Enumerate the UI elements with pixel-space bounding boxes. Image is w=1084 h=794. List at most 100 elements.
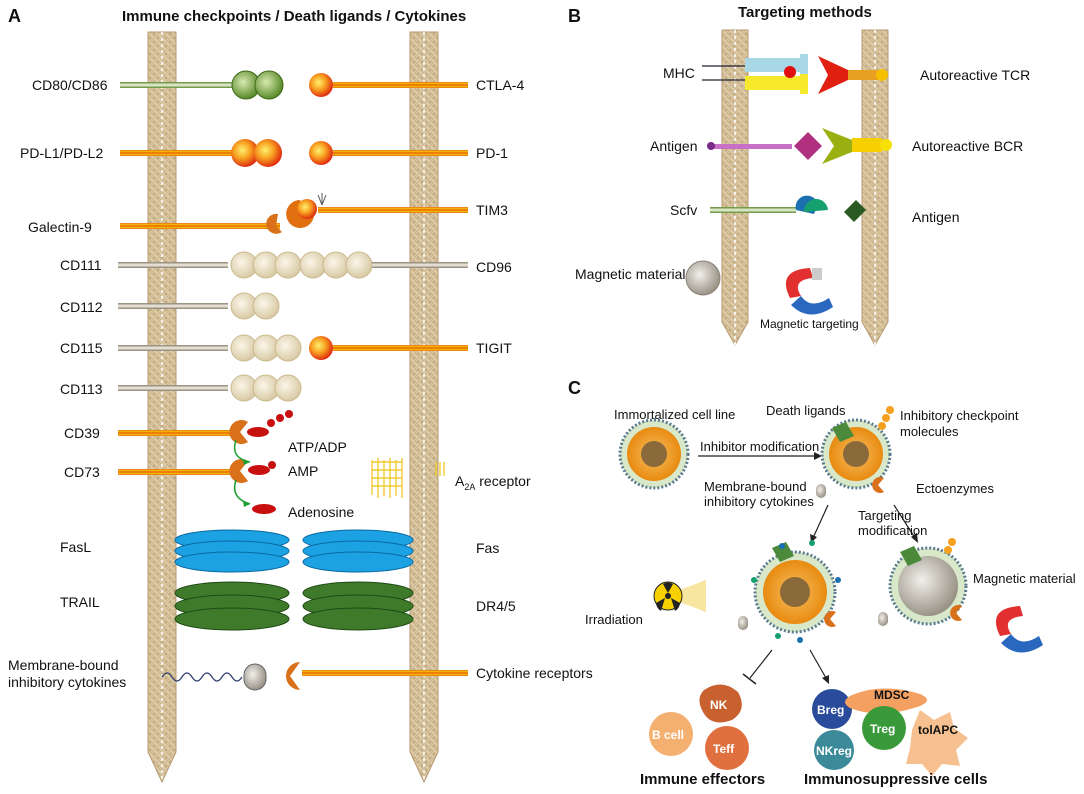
label-tim3: TIM3 <box>476 202 508 218</box>
label-targeting-modification: Targeting modification <box>858 508 927 538</box>
label-inhibitor-modification: Inhibitor modification <box>700 439 820 454</box>
immortalized-cell <box>618 418 690 490</box>
tolapc-cell <box>906 710 968 776</box>
label-cd113: CD113 <box>60 381 103 397</box>
irradiation-icon <box>653 580 706 612</box>
cytokine-receptor-molecule <box>286 662 468 690</box>
label-inhibitory-checkpoint-line1: Inhibitory checkpoint <box>900 408 1019 423</box>
label-membrane-cytokines: Membrane-bound inhibitory cytokines <box>8 657 126 691</box>
label-adenosine: Adenosine <box>288 504 355 520</box>
inhibit-arrow <box>742 649 773 685</box>
label-pd-1: PD-1 <box>476 145 508 161</box>
label-fas: Fas <box>476 540 500 556</box>
label-membrane-bound-line2: inhibitory cytokines <box>704 494 814 509</box>
label-targeting-line1: Targeting <box>858 508 912 523</box>
adenosine-molecule <box>252 504 276 514</box>
label-antigen-right: Antigen <box>912 209 960 225</box>
dr45-molecule <box>302 581 414 631</box>
label-cd111: CD111 <box>60 257 102 273</box>
label-inhibitory-checkpoint: Inhibitory checkpoint molecules <box>900 408 1019 440</box>
label-mhc: MHC <box>663 65 695 81</box>
scfv-molecule <box>710 195 828 214</box>
label-treg: Treg <box>870 722 896 736</box>
label-membrane-cytokines-line1: Membrane-bound <box>8 657 119 673</box>
antigen-molecule <box>707 132 822 160</box>
label-membrane-cytokines-line2: inhibitory cytokines <box>8 674 127 690</box>
a2a-prefix: A <box>455 473 465 489</box>
label-mdsc: MDSC <box>874 688 910 702</box>
panel-b-right-membrane <box>861 29 889 347</box>
cd80-cd86-molecule <box>120 70 284 100</box>
modification-arrow <box>698 452 822 460</box>
cd39-molecule <box>118 410 293 444</box>
cd96-molecule <box>299 251 468 279</box>
panel-b-title: Targeting methods <box>738 4 872 21</box>
breg-cell <box>812 689 852 729</box>
label-antigen-left: Antigen <box>650 138 698 154</box>
label-cd80-cd86: CD80/CD86 <box>32 77 108 93</box>
label-death-ligands: Death ligands <box>766 403 846 418</box>
panel-a-left-membrane <box>147 31 177 784</box>
tcr-molecule <box>818 56 888 94</box>
tigit-molecule <box>309 336 468 360</box>
pd-l1-molecule <box>120 139 282 167</box>
label-trail: TRAIL <box>60 594 100 610</box>
label-membrane-bound-line1: Membrane-bound <box>704 479 807 494</box>
label-magnetic-material-b: Magnetic material <box>575 266 686 282</box>
conversion-arrows <box>233 439 251 507</box>
label-ctla-4: CTLA-4 <box>476 77 525 93</box>
label-cd115: CD115 <box>60 340 103 356</box>
b-cell <box>649 712 693 756</box>
ctla4-molecule <box>309 73 468 97</box>
label-pd-l1-pd-l2: PD-L1/PD-L2 <box>20 145 104 161</box>
modified-cell <box>816 406 894 498</box>
magnet-icon-c <box>995 606 1043 653</box>
magnetic-particle <box>685 260 721 296</box>
label-b-cell: B cell <box>652 728 685 742</box>
promote-arrow <box>809 649 829 684</box>
label-fasl: FasL <box>60 539 92 555</box>
label-magnetic-material-c: Magnetic material <box>973 571 1076 586</box>
nkreg-cell <box>814 730 854 770</box>
label-irradiation: Irradiation <box>585 612 643 627</box>
label-inhibitory-checkpoint-line2: molecules <box>900 424 959 439</box>
a2a-suffix: receptor <box>475 473 531 489</box>
label-amp: AMP <box>288 463 319 479</box>
label-cd96: CD96 <box>476 259 512 275</box>
label-nkreg: NKreg <box>816 744 853 758</box>
a2a-receptor <box>371 458 445 498</box>
panel-label-c: C <box>568 378 581 398</box>
label-cytokine-receptors: Cytokine receptors <box>476 665 593 681</box>
mhc-molecule <box>702 54 808 94</box>
label-cd112: CD112 <box>60 299 103 315</box>
label-tolapc: tolAPC <box>918 723 958 737</box>
label-ectoenzymes: Ectoenzymes <box>916 481 995 496</box>
galectin9-molecule <box>120 213 282 234</box>
label-cd73: CD73 <box>64 464 100 480</box>
tim3-molecule <box>286 193 468 228</box>
nk-cell <box>699 684 742 723</box>
bcr-molecule <box>822 128 892 164</box>
label-immunosuppressive-cells: Immunosuppressive cells <box>804 771 988 788</box>
a2a-sub: 2A <box>464 481 476 492</box>
label-membrane-bound-c: Membrane-bound inhibitory cytokines <box>704 479 814 509</box>
label-galectin-9: Galectin-9 <box>28 219 92 235</box>
panel-a-title: Immune checkpoints / Death ligands / Cyt… <box>122 8 467 25</box>
targeted-cell <box>738 540 841 643</box>
label-cd39: CD39 <box>64 425 100 441</box>
magnetic-cell <box>878 538 968 626</box>
label-nk: NK <box>710 698 728 712</box>
teff-cell <box>705 726 749 770</box>
label-autoreactive-bcr: Autoreactive BCR <box>912 138 1024 154</box>
label-tigit: TIGIT <box>476 340 512 356</box>
panel-a-right-membrane <box>409 31 439 784</box>
cd113-molecule <box>118 374 302 402</box>
antigen-target <box>844 200 866 222</box>
cd73-molecule <box>118 458 276 483</box>
label-immune-effectors: Immune effectors <box>640 771 766 788</box>
label-atp-adp: ATP/ADP <box>288 439 347 455</box>
cd111-molecule <box>118 251 302 279</box>
label-a2a-receptor: A2A receptor <box>455 474 531 492</box>
cd112-molecule <box>118 292 280 320</box>
